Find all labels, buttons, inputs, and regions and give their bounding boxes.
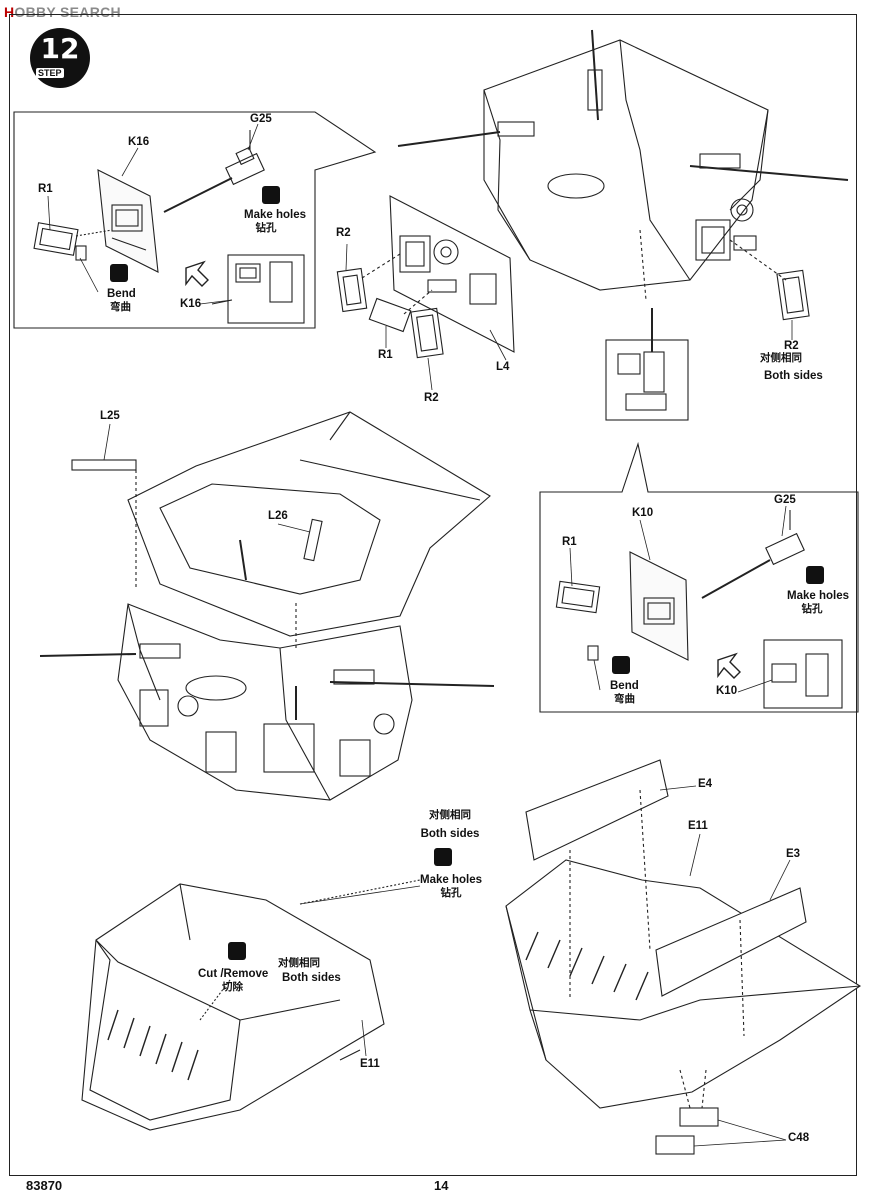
- label-r1-turret: R1: [378, 349, 393, 361]
- label-l26: L26: [268, 510, 288, 522]
- part-c48-b: [655, 1135, 695, 1155]
- bend-cn-2: 弯曲: [614, 693, 635, 705]
- both-sides-cn: 对侧相同: [760, 352, 802, 364]
- detail-callout-k10: [539, 441, 859, 713]
- bend-icon-2: [612, 656, 630, 674]
- label-e11-right: E11: [688, 820, 708, 832]
- label-g25-detail: G25: [774, 494, 796, 506]
- label-l4: L4: [496, 361, 510, 373]
- part-r1-turret: [368, 297, 412, 333]
- part-r1: [33, 222, 79, 256]
- part-r2-bottom: [410, 307, 444, 359]
- label-r2-right: R2: [784, 340, 799, 352]
- part-e4: [525, 759, 669, 861]
- label-r1-detail: R1: [562, 536, 577, 548]
- label-k10-bottom: K10: [716, 685, 738, 697]
- detail-callout-k16: [13, 111, 377, 329]
- drill-icon-2: [806, 566, 824, 584]
- make-holes-label-3: Make holes: [420, 874, 482, 886]
- label-e3: E3: [786, 848, 801, 860]
- part-r2-left: [336, 267, 368, 313]
- both-sides-label-hull-2: Both sides: [282, 972, 341, 984]
- both-sides-cn-hull-2: 对侧相同: [278, 957, 320, 969]
- lower-hull-right: [505, 759, 862, 1155]
- make-holes-label: Make holes: [244, 209, 306, 221]
- label-k16-bottom: K16: [180, 298, 202, 310]
- part-g25-detail: [701, 510, 805, 599]
- both-sides-label: Both sides: [764, 370, 823, 382]
- gun-mount-detail: [605, 339, 689, 421]
- page-number: 14: [434, 1178, 449, 1193]
- cut-icon: [228, 942, 246, 960]
- bend-cn: 弯曲: [110, 301, 131, 313]
- make-holes-cn: 钻孔: [255, 222, 277, 234]
- part-k10: [629, 551, 689, 661]
- turret-assembly: [397, 29, 849, 301]
- upper-hull-assembly: [39, 600, 495, 801]
- cut-remove-cn: 切除: [222, 981, 243, 993]
- view-arrow-2: [717, 652, 741, 679]
- product-code: 83870: [26, 1178, 63, 1193]
- label-l25: L25: [100, 410, 120, 422]
- k16-hole-detail: [227, 254, 305, 324]
- label-e11-left: E11: [360, 1058, 380, 1070]
- upper-hull-plate: [127, 411, 491, 637]
- k10-hole-detail: [763, 639, 843, 709]
- both-sides-label-hull: Both sides: [420, 828, 480, 840]
- bend-label-2: Bend: [610, 680, 639, 692]
- watermark: HOBBY SEARCH: [4, 4, 121, 20]
- label-r2-bottom: R2: [424, 392, 439, 404]
- drill-icon-3: [434, 848, 452, 866]
- part-l26: [303, 518, 323, 562]
- label-e4: E4: [698, 778, 713, 790]
- part-e3: [655, 887, 807, 997]
- lower-hull-left: [81, 879, 421, 1131]
- label-k16-top: K16: [128, 136, 150, 148]
- part-r1-detail: [555, 580, 601, 614]
- both-sides-cn-hull: 对侧相同: [429, 809, 471, 821]
- part-c48-a: [679, 1107, 719, 1127]
- page-frame: [9, 14, 857, 1176]
- make-holes-cn-3: 钻孔: [440, 887, 462, 899]
- part-g25: [163, 130, 265, 213]
- part-l25: [71, 459, 137, 471]
- step-number: 12: [40, 32, 80, 65]
- part-pe-a7: [75, 245, 87, 261]
- bend-label: Bend: [107, 288, 136, 300]
- label-k10-top: K10: [632, 507, 654, 519]
- label-c48: C48: [788, 1132, 810, 1144]
- step-badge: 12 STEP: [30, 28, 90, 88]
- make-holes-label-2: Make holes: [787, 590, 849, 602]
- step-label: STEP: [36, 68, 64, 78]
- part-r2-right: [776, 269, 810, 321]
- cut-remove-label: Cut /Remove: [198, 968, 269, 980]
- part-k16: [97, 169, 159, 273]
- label-g25: G25: [250, 113, 272, 125]
- drill-icon: [262, 186, 280, 204]
- bend-icon: [110, 264, 128, 282]
- label-r2-left: R2: [336, 227, 351, 239]
- part-pe-a7-detail: [587, 645, 599, 661]
- label-r1: R1: [38, 183, 53, 195]
- make-holes-cn-2: 钻孔: [801, 603, 823, 615]
- view-arrow: [185, 260, 209, 287]
